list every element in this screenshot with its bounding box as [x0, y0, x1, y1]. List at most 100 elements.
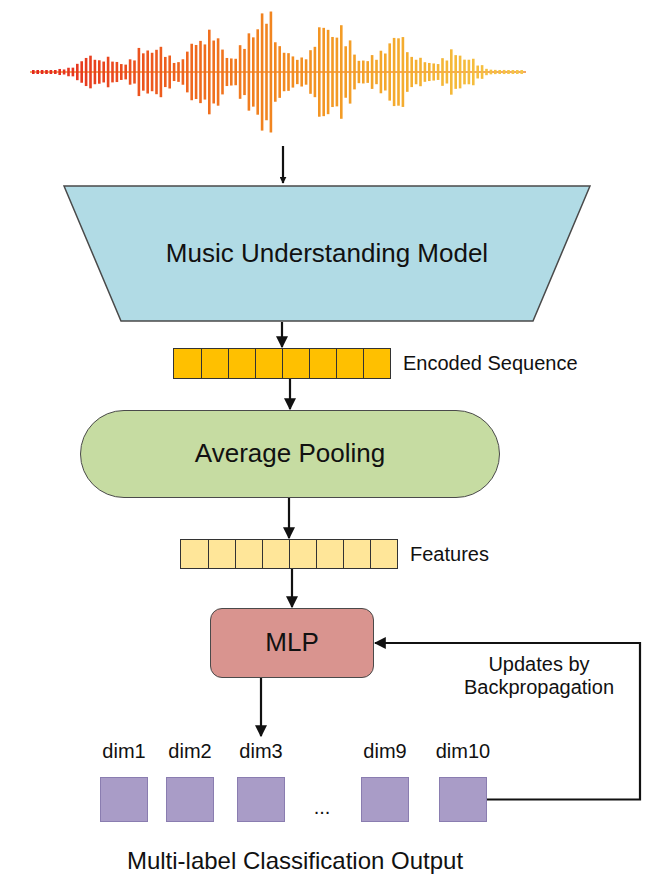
vector-cell — [235, 540, 262, 568]
waveform-bar — [120, 64, 123, 80]
waveform-bar — [520, 70, 523, 74]
waveform-bar — [32, 70, 35, 74]
waveform-bar — [292, 56, 295, 87]
waveform-bar — [331, 37, 334, 107]
flow-arrow — [375, 643, 640, 800]
waveform-bar — [36, 70, 39, 74]
waveform-bar — [261, 13, 264, 130]
waveform-bar — [287, 53, 290, 91]
waveform-bar — [485, 69, 488, 75]
node-text: Music Understanding Model — [166, 239, 488, 269]
waveform-bar — [278, 46, 281, 98]
waveform-bar — [322, 28, 325, 116]
waveform-bar — [380, 51, 383, 94]
waveform-bar — [349, 40, 352, 103]
waveform-bar — [252, 37, 255, 106]
waveform-bar — [107, 57, 110, 88]
waveform-bar — [388, 43, 391, 100]
waveform-bar — [512, 70, 515, 74]
waveform-bar — [133, 60, 136, 83]
encoded-sequence: Encoded Sequence — [173, 348, 578, 379]
waveform-bar — [177, 62, 180, 82]
vector-cells — [173, 348, 391, 379]
waveform-bar — [283, 53, 286, 91]
vector-cell — [255, 349, 282, 378]
output-square — [166, 777, 214, 822]
waveform-bar — [226, 58, 229, 86]
waveform-bar — [424, 62, 427, 82]
waveform-bar — [358, 61, 361, 83]
vector-cell — [309, 349, 336, 378]
output-dim: dim3 — [237, 740, 285, 822]
node-text: Average Pooling — [195, 439, 385, 469]
vector-cells — [180, 539, 398, 569]
waveform-bar — [151, 53, 154, 91]
node-text: Encoded Sequence — [403, 352, 578, 375]
waveform-bar — [212, 41, 215, 104]
waveform-bar — [472, 59, 475, 86]
node-text: dim1 — [102, 740, 145, 763]
input-arrow — [282, 146, 284, 183]
waveform-bar — [490, 70, 493, 75]
waveform-bar — [50, 70, 53, 74]
waveform-bar — [138, 48, 141, 96]
ellipsis: ... — [314, 796, 331, 819]
waveform-bar — [54, 70, 57, 74]
waveform-bar — [243, 49, 246, 95]
waveform-bar — [397, 38, 400, 105]
output-dim: dim2 — [166, 740, 214, 822]
waveform-bar — [190, 44, 193, 100]
node-text: MLP — [265, 628, 318, 658]
waveform-bar — [340, 25, 343, 119]
trapezoid-shape — [64, 186, 590, 321]
output-square — [439, 777, 487, 822]
waveform-bar — [41, 70, 44, 74]
waveform-bar — [353, 55, 356, 90]
waveform-bar — [274, 42, 277, 101]
vector-cell — [201, 349, 228, 378]
waveform-bar — [146, 50, 149, 93]
waveform-bar — [450, 49, 453, 94]
waveform-bar — [221, 50, 224, 95]
waveform-bar — [182, 59, 185, 84]
edge-label: Updates by Backpropagation — [448, 652, 630, 700]
waveform-bar — [327, 30, 330, 114]
waveform-bar — [142, 53, 145, 90]
waveform-bar — [402, 37, 405, 107]
waveform-bar — [102, 62, 105, 83]
waveform-bar — [344, 46, 347, 97]
node-text: dim2 — [168, 740, 211, 763]
waveform-bar — [217, 38, 220, 105]
waveform-bar — [67, 68, 70, 77]
waveform-bar — [239, 45, 242, 99]
waveform-bar — [415, 60, 418, 84]
waveform-bar — [437, 64, 440, 80]
waveform-bar — [265, 24, 268, 120]
waveform-bar — [371, 55, 374, 89]
flow-arrow — [289, 379, 291, 409]
output-square — [100, 777, 148, 822]
waveform-bar — [318, 27, 321, 116]
waveform-bar — [384, 54, 387, 91]
node-text: dim10 — [436, 740, 490, 763]
flow-arrow — [288, 498, 290, 538]
output-dim: dim1 — [100, 740, 148, 822]
waveform-bar — [366, 61, 369, 83]
waveform-bar — [406, 52, 409, 92]
node-text: dim9 — [363, 740, 406, 763]
waveform-bar — [98, 60, 101, 83]
waveform-bar — [199, 41, 202, 103]
waveform-bar — [419, 58, 422, 86]
flow-arrow — [281, 322, 283, 347]
waveform-bar — [129, 59, 132, 84]
vector-cell — [343, 540, 370, 568]
waveform-bar — [300, 57, 303, 86]
vector-cell — [208, 540, 235, 568]
waveform-bar — [476, 66, 479, 79]
vector-cell — [181, 540, 208, 568]
output-dim: dim9 — [361, 740, 409, 822]
waveform-bar — [85, 58, 88, 86]
waveform-bar — [248, 33, 251, 110]
vector-cell — [370, 540, 397, 568]
waveform-bar — [80, 61, 83, 82]
